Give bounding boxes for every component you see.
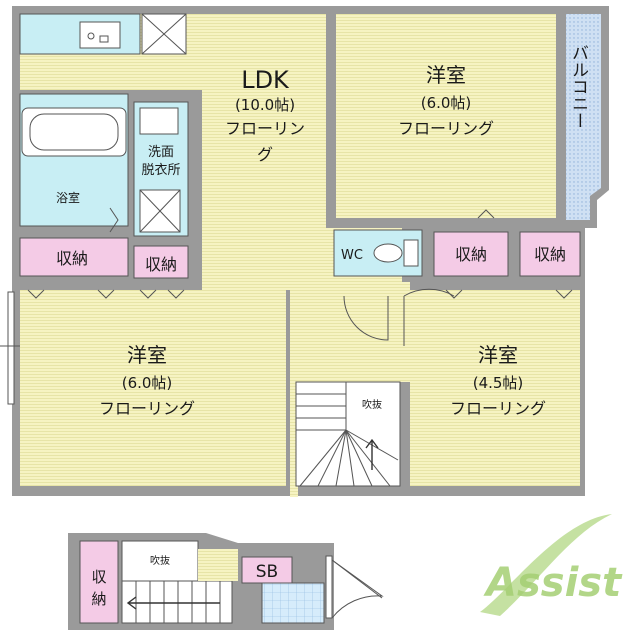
wc-door-swing [343,295,389,341]
storage-right1-label: 収納 [455,245,487,264]
balcony [566,14,601,220]
main-floor [0,6,609,497]
storage-mid [133,245,189,279]
logo-swoosh [480,514,612,616]
sb-label: SB [256,562,278,582]
western1-name: 洋室 [426,63,466,87]
western1-size: (6.0帖) [421,94,472,112]
loft-stair-arrow-icon [126,596,220,610]
toilet-icon [373,243,403,263]
storage-right-2 [519,231,581,277]
western-room-2 [20,290,286,486]
stair-arrow-icon [365,438,379,470]
balcony-label: バルコニー [568,44,588,129]
western3-size: (4.5帖) [473,374,524,392]
entry-door-frame [325,555,333,619]
loft-storage-label-1: 収 [91,568,106,586]
storage-left [19,237,129,277]
loft-storage [79,540,119,624]
ldk-floor-line2: グ [257,145,273,164]
western-room-1 [336,14,556,218]
loft-stair-treads [135,581,221,623]
washroom-label-1: 洗面 [148,145,174,160]
west-window [7,291,15,405]
loft-floor [68,533,384,630]
bath-label: 浴室 [56,190,80,205]
western2-name: 洋室 [127,343,167,367]
western2-floor: フローリング [99,399,195,418]
fukinuke-label: 吹抜 [362,398,382,411]
western-room-3 [410,290,580,486]
logo-text: Assist [483,560,623,606]
assist-logo: Assist [480,514,623,616]
wc-label: WC [341,248,363,263]
wash-basin [139,107,179,135]
ldk-size: (10.0帖) [235,96,295,114]
ldk-floor [20,14,326,497]
loft-void-label: 吹抜 [150,554,170,567]
storage-left-label: 収納 [56,249,88,268]
door-marks [27,207,573,299]
entry-tiles [261,582,325,624]
western3-floor: フローリング [450,399,546,418]
western1-floor: フローリング [398,119,494,138]
storage-right-1 [433,231,509,277]
hallway-floor-2 [290,282,410,382]
entry-door-swing [331,559,384,619]
loft-storage-label-2: 納 [91,590,106,608]
ldk-floor-line1: フローリン [225,119,305,138]
loft-floor-area [198,549,238,581]
ldk-name: LDK [241,66,290,94]
loft-stairs [121,580,233,624]
western3-name: 洋室 [478,343,518,367]
sink-drain-icon [87,32,95,40]
kitchen-sink [79,21,121,49]
storage-mid-label: 収納 [145,255,177,274]
stair-treads [296,382,399,487]
washroom-label-2: 脱衣所 [141,162,180,178]
storage-right2-label: 収納 [534,245,566,264]
faucet-icon [99,35,109,43]
western2-size: (6.0帖) [122,374,173,392]
